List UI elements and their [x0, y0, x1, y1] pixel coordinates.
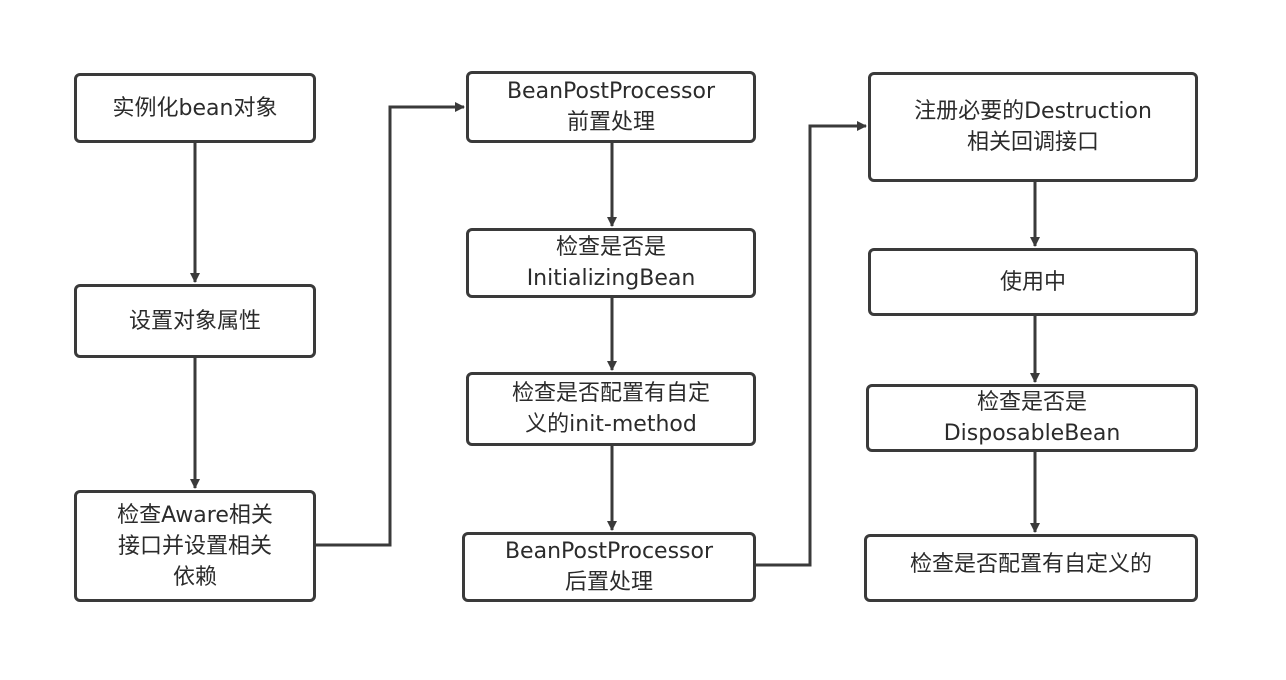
node-label-line: 注册必要的Destruction — [914, 99, 1152, 124]
node-label: BeanPostProcessor 后置处理 — [505, 536, 713, 598]
arrow-bpp-after-to-register-destruction — [755, 121, 867, 567]
node-label-line: BeanPostProcessor — [506, 79, 716, 104]
node-label-line: 相关回调接口 — [966, 130, 1099, 155]
node-label-line: 检查是否是 — [976, 390, 1087, 415]
node-check-disposable-bean: 检查是否是 DisposableBean — [866, 384, 1198, 452]
node-check-initializing-bean: 检查是否是 InitializingBean — [466, 228, 756, 298]
node-label-line: 检查是否配置有自定 — [511, 381, 710, 406]
node-label-line: 检查Aware相关 — [117, 502, 273, 528]
node-label-line: 接口并设置相关 — [117, 533, 272, 559]
node-label: 使用中 — [1000, 267, 1066, 298]
node-instantiate-bean: 实例化bean对象 — [74, 73, 316, 143]
arrow-check-aware-to-bpp-before — [315, 102, 465, 547]
node-register-destruction: 注册必要的Destruction 相关回调接口 — [868, 72, 1198, 182]
node-label: 检查是否配置有自定义的init-method — [512, 378, 710, 440]
node-label-line: 实例化bean对象 — [112, 95, 278, 121]
node-label: 注册必要的Destruction 相关回调接口 — [914, 96, 1152, 158]
node-label-line: BeanPostProcessor — [504, 539, 714, 564]
node-label-line: 检查是否配置有自定义的 — [909, 552, 1152, 577]
node-bpp-before: BeanPostProcessor 前置处理 — [466, 71, 756, 143]
node-set-properties: 设置对象属性 — [74, 284, 316, 358]
node-label: 设置对象属性 — [129, 306, 261, 337]
node-label-line: 使用中 — [999, 269, 1066, 295]
node-label-line: 义的init-method — [525, 412, 697, 437]
node-label: 检查是否是 InitializingBean — [527, 232, 696, 294]
node-in-use: 使用中 — [868, 248, 1198, 316]
node-check-destroy-method: 检查是否配置有自定义的 — [864, 534, 1198, 602]
node-label-line: 设置对象属性 — [128, 308, 261, 334]
node-check-aware: 检查Aware相关接口并设置相关依赖 — [74, 490, 316, 602]
node-label: 检查是否配置有自定义的 — [910, 549, 1152, 580]
node-label: 实例化bean对象 — [113, 93, 278, 124]
node-label-line: 后置处理 — [564, 570, 653, 595]
node-label-line: 检查是否是 — [555, 235, 666, 260]
node-label-line: 依赖 — [172, 564, 217, 590]
node-label-line: 前置处理 — [566, 110, 655, 135]
node-check-init-method: 检查是否配置有自定义的init-method — [466, 372, 756, 446]
node-label-line: InitializingBean — [526, 266, 696, 291]
node-label: BeanPostProcessor 前置处理 — [507, 76, 715, 138]
node-label: 检查是否是 DisposableBean — [944, 387, 1121, 449]
node-label-line: DisposableBean — [943, 421, 1121, 446]
node-bpp-after: BeanPostProcessor 后置处理 — [462, 532, 756, 602]
node-label: 检查Aware相关接口并设置相关依赖 — [117, 500, 273, 593]
